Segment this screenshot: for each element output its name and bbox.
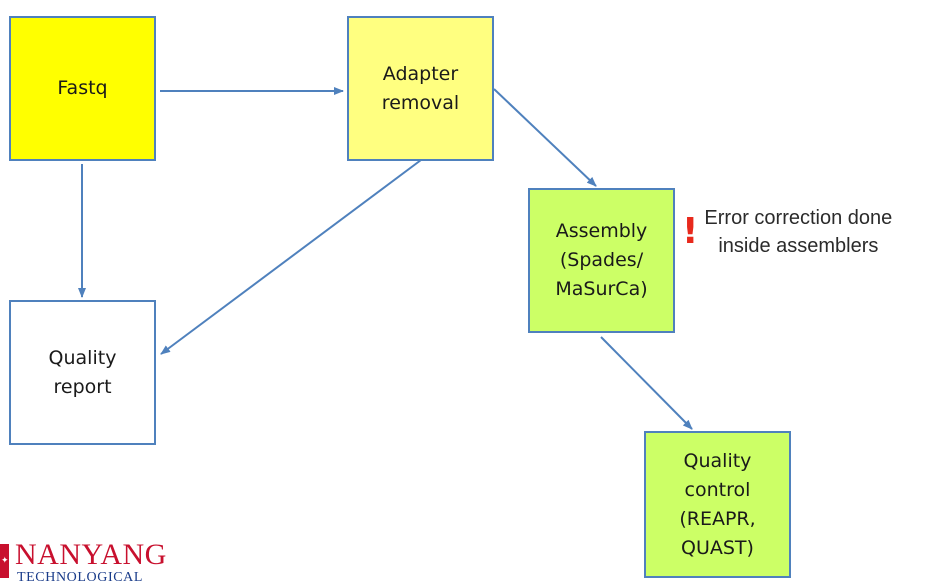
node-adapter-removal: Adapter removal — [347, 16, 494, 161]
crest-icon: ✦ — [0, 544, 9, 578]
node-quality-report: Quality report — [9, 300, 156, 445]
node-assembly-label: Assembly (Spades/ MaSurCa) — [555, 220, 648, 300]
arrow-adapter-to-assembly — [493, 88, 597, 187]
error-correction-note: ! Error correction done inside assembler… — [682, 204, 892, 260]
arrow-assembly-to-quality-control — [600, 336, 693, 430]
node-quality-report-label: Quality report — [48, 346, 117, 398]
node-assembly: Assembly (Spades/ MaSurCa) — [528, 188, 675, 333]
logo-line-2: TECHNOLOGICAL — [17, 570, 144, 585]
error-correction-note-text: Error correction done inside assemblers — [704, 207, 893, 257]
node-adapter-removal-label: Adapter removal — [381, 62, 460, 114]
university-logo: ✦ NANYANG TECHNOLOGICAL — [0, 538, 170, 586]
node-fastq: Fastq — [9, 16, 156, 161]
logo-line-1: NANYANG — [15, 538, 167, 571]
arrow-adapter-to-quality-report — [160, 159, 422, 355]
exclamation-icon: ! — [682, 211, 699, 252]
node-quality-control: Quality control (REAPR, QUAST) — [644, 431, 791, 578]
node-quality-control-label: Quality control (REAPR, QUAST) — [679, 449, 756, 559]
node-fastq-label: Fastq — [57, 77, 108, 99]
